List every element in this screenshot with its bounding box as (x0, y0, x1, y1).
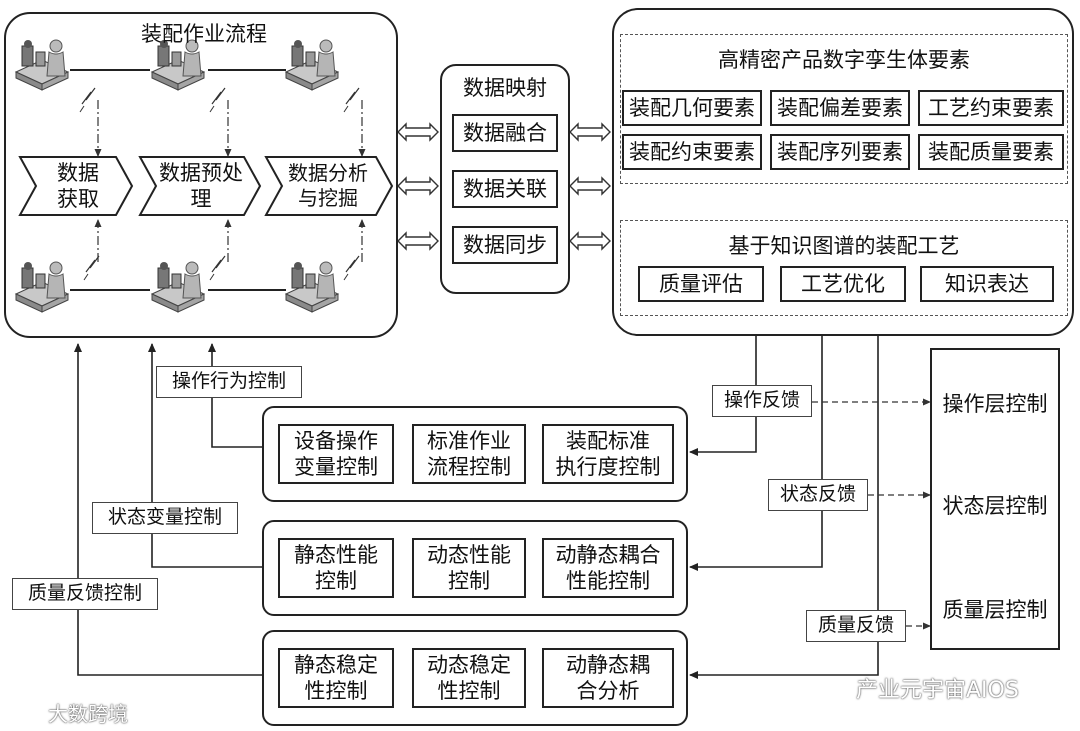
control-static-stability: 静态稳定 性控制 (278, 648, 394, 708)
layer-quality-control: 质量层控制 (942, 598, 1048, 622)
knowledge-item-process-opt: 工艺优化 (780, 266, 906, 302)
mapping-item-fusion: 数据融合 (452, 114, 558, 152)
stage-data-preprocessing: 数据预处理 (156, 160, 246, 212)
control-group-quality (262, 630, 688, 726)
watermark-right: 产业元宇宙AIOS (856, 678, 1019, 703)
control-coupled-analysis: 动静态耦 合分析 (542, 648, 674, 708)
watermark-left: 大数跨境 (48, 702, 128, 726)
control-layers-panel (930, 348, 1060, 650)
stage-chevron (264, 156, 394, 216)
twin-elements-title: 高精密产品数字孪生体要素 (718, 48, 970, 72)
mapping-item-sync: 数据同步 (452, 226, 558, 264)
data-mapping-title: 数据映射 (463, 76, 547, 100)
assembly-flow-connectors (70, 69, 366, 291)
stage-chevron (18, 156, 134, 216)
stage-label: 数据预处理 (159, 160, 243, 211)
twin-element-process-constraint: 工艺约束要素 (918, 90, 1064, 126)
control-group-state (262, 520, 688, 616)
twin-element-sequence: 装配序列要素 (770, 134, 910, 170)
control-equipment-variable: 设备操作 变量控制 (278, 424, 394, 484)
stage-data-analysis: 数据分析与挖掘 (278, 160, 378, 212)
feedback-connectors (689, 336, 879, 679)
control-static-performance: 静态性能 控制 (278, 538, 394, 598)
feedback-operation: 操作反馈 (712, 385, 812, 417)
layer-operation-control: 操作层控制 (942, 392, 1048, 416)
control-dynamic-stability: 动态稳定 性控制 (412, 648, 526, 708)
twin-elements-group (620, 34, 1068, 184)
twin-element-assembly-constraint: 装配约束要素 (622, 134, 762, 170)
control-group-operation (262, 406, 688, 502)
knowledge-graph-group (620, 220, 1068, 316)
assembly-process-panel (4, 12, 398, 338)
feedback-dashed-arrows (812, 398, 931, 630)
assembly-process-title: 装配作业流程 (141, 22, 267, 46)
twin-element-quality: 装配质量要素 (918, 134, 1064, 170)
digital-twin-panel (612, 8, 1074, 336)
twin-element-geometry: 装配几何要素 (622, 90, 762, 126)
stage-label: 数据分析与挖掘 (288, 161, 368, 210)
feedback-state: 状态反馈 (768, 479, 868, 511)
control-coupled-performance: 动静态耦合 性能控制 (542, 538, 674, 598)
knowledge-graph-title: 基于知识图谱的装配工艺 (728, 234, 960, 258)
control-standard-execution: 装配标准 执行度控制 (542, 424, 674, 484)
stage-chevrons (18, 156, 394, 216)
stage-chevron (138, 156, 262, 216)
mapping-item-association: 数据关联 (452, 170, 558, 208)
layer-state-control: 状态层控制 (942, 494, 1048, 518)
feedback-quality: 质量反馈 (806, 610, 906, 642)
knowledge-item-quality-eval: 质量评估 (638, 266, 764, 302)
twin-element-deviation: 装配偏差要素 (770, 90, 910, 126)
stage-label: 数据获取 (57, 160, 99, 211)
data-mapping-panel (440, 64, 570, 294)
double-arrows (397, 122, 611, 251)
stage-data-acquisition: 数据获取 (38, 160, 118, 212)
knowledge-item-knowledge-rep: 知识表达 (920, 266, 1054, 302)
label-quality-feedback-control: 质量反馈控制 (12, 578, 158, 610)
control-dynamic-performance: 动态性能 控制 (412, 538, 526, 598)
label-state-variable-control: 状态变量控制 (92, 502, 238, 534)
label-operation-behavior-control: 操作行为控制 (156, 366, 302, 398)
control-standard-process: 标准作业 流程控制 (412, 424, 526, 484)
